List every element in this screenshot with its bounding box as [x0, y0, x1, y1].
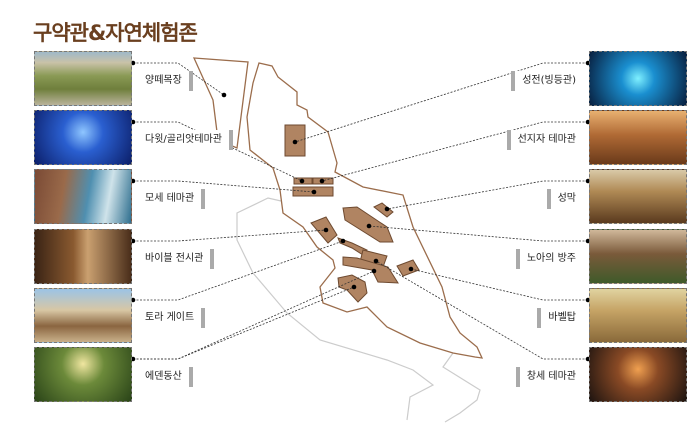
map-marker-dot [366, 223, 372, 229]
location-label[interactable]: 토라 게이트 [138, 308, 202, 328]
location-label[interactable]: 성막 [550, 189, 583, 209]
map-marker-dot [323, 227, 329, 233]
location-label[interactable]: 모세 테마관 [138, 189, 202, 209]
map-marker-dot [351, 284, 357, 290]
building-eden-1[interactable] [342, 256, 399, 284]
location-label[interactable]: 바벨탑 [541, 308, 583, 328]
map-marker-dot [319, 178, 325, 184]
leader-line [321, 121, 588, 182]
tabernacle-photo[interactable] [589, 169, 687, 224]
leader-line [368, 225, 588, 242]
location-label[interactable]: 노아의 방주 [519, 249, 583, 269]
leader-line [410, 268, 588, 301]
desert-photo[interactable] [589, 110, 687, 165]
leader-line [133, 229, 327, 242]
map-marker-dot [292, 139, 298, 145]
map-marker-dot [340, 238, 346, 244]
building-babel[interactable] [396, 259, 420, 277]
leader-line [133, 240, 344, 301]
ark-photo[interactable] [589, 229, 687, 284]
ice-temple-photo[interactable] [589, 51, 687, 106]
location-label[interactable]: 성전(빙등관) [515, 71, 583, 91]
leader-line [133, 121, 303, 182]
location-label[interactable]: 선지자 테마관 [510, 130, 583, 150]
leader-line [133, 180, 315, 193]
map-marker-dot [311, 189, 317, 195]
red-sea-photo[interactable] [34, 169, 132, 224]
blue-hall-photo[interactable] [34, 110, 132, 165]
leader-line [294, 62, 588, 143]
gray-boundary-2 [442, 352, 481, 423]
location-label[interactable]: 창세 테마관 [519, 367, 583, 387]
creation-hall-photo[interactable] [589, 347, 687, 402]
location-label[interactable]: 에덴동산 [138, 367, 189, 387]
map-marker-dot [371, 268, 377, 274]
location-label[interactable]: 바이블 전시관 [138, 249, 211, 269]
map-marker-dot [384, 206, 390, 212]
main-site-outline [246, 62, 484, 359]
map-marker-dot [221, 92, 227, 98]
building-tabernacle[interactable] [373, 202, 394, 218]
map-marker-dot [373, 258, 379, 264]
jungle-photo[interactable] [34, 347, 132, 402]
leader-line [375, 260, 588, 360]
leader-line [386, 180, 588, 210]
page-title: 구약관&자연체험존 [33, 21, 198, 45]
leader-line [133, 62, 225, 96]
exhibit-hall-photo[interactable] [34, 229, 132, 284]
map-marker-dot [408, 266, 414, 272]
babel-tower-photo[interactable] [589, 288, 687, 343]
gray-boundary [236, 197, 435, 421]
location-label[interactable]: 양떼목장 [138, 71, 189, 91]
pasture-photo[interactable] [34, 51, 132, 106]
map-marker-dot [299, 178, 305, 184]
leader-line [133, 286, 355, 360]
stone-gate-photo[interactable] [34, 288, 132, 343]
location-label[interactable]: 다윗/골리앗테마관 [138, 130, 229, 150]
